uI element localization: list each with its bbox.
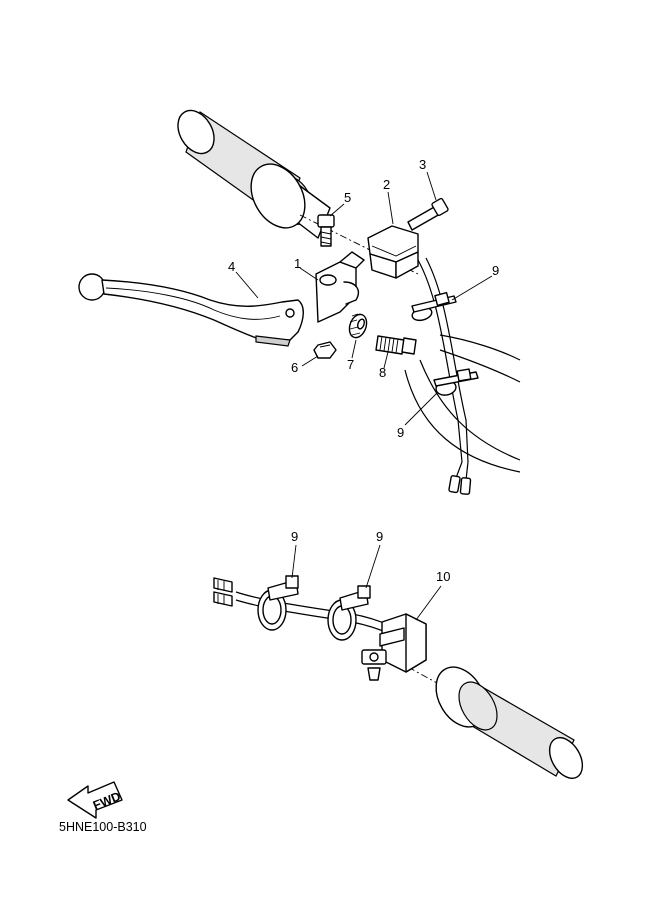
right-handlebar-grip [435, 666, 584, 779]
clutch-switch-part-10 [361, 613, 427, 681]
leader-lines [235, 171, 493, 621]
callout-part-6: 6 [291, 360, 298, 375]
callout-part-9-lower-a: 9 [291, 529, 298, 544]
callout-part-7: 7 [347, 357, 354, 372]
callout-part-2: 2 [383, 177, 390, 192]
handlebar-tube [404, 334, 521, 473]
lever-holder-cap-part-2 [367, 225, 419, 279]
lever-holder-part-1 [315, 251, 365, 323]
callout-part-9-upper-a: 9 [492, 263, 499, 278]
bolt-part-3 [407, 197, 449, 231]
callout-part-3: 3 [419, 157, 426, 172]
callout-part-10: 10 [436, 569, 450, 584]
diagram-code: 5HNE100-B310 [59, 820, 147, 834]
cable-band-part-9-lower-b [327, 585, 371, 641]
nut-part-6 [313, 341, 337, 359]
adjuster-nut-part-7 [348, 313, 368, 339]
callout-part-9-upper-b: 9 [397, 425, 404, 440]
cable-adjuster-part-8 [375, 335, 417, 355]
clutch-lever-part-4 [78, 273, 304, 347]
switch-wire-harness [213, 577, 407, 641]
bolt-part-5 [317, 214, 335, 247]
forward-direction-arrow-icon: FWD [67, 781, 123, 819]
callout-part-8: 8 [379, 365, 386, 380]
cable-band-part-9-upper-a [411, 291, 457, 322]
cable-band-part-9-upper-b [433, 368, 479, 396]
clutch-switch-cable [417, 257, 472, 495]
callout-part-4: 4 [228, 259, 235, 274]
callout-part-5: 5 [344, 190, 351, 205]
callout-part-1: 1 [294, 256, 301, 271]
callout-part-9-lower-b: 9 [376, 529, 383, 544]
left-handlebar-grip [177, 109, 331, 239]
cable-band-part-9-lower-a [257, 575, 299, 631]
